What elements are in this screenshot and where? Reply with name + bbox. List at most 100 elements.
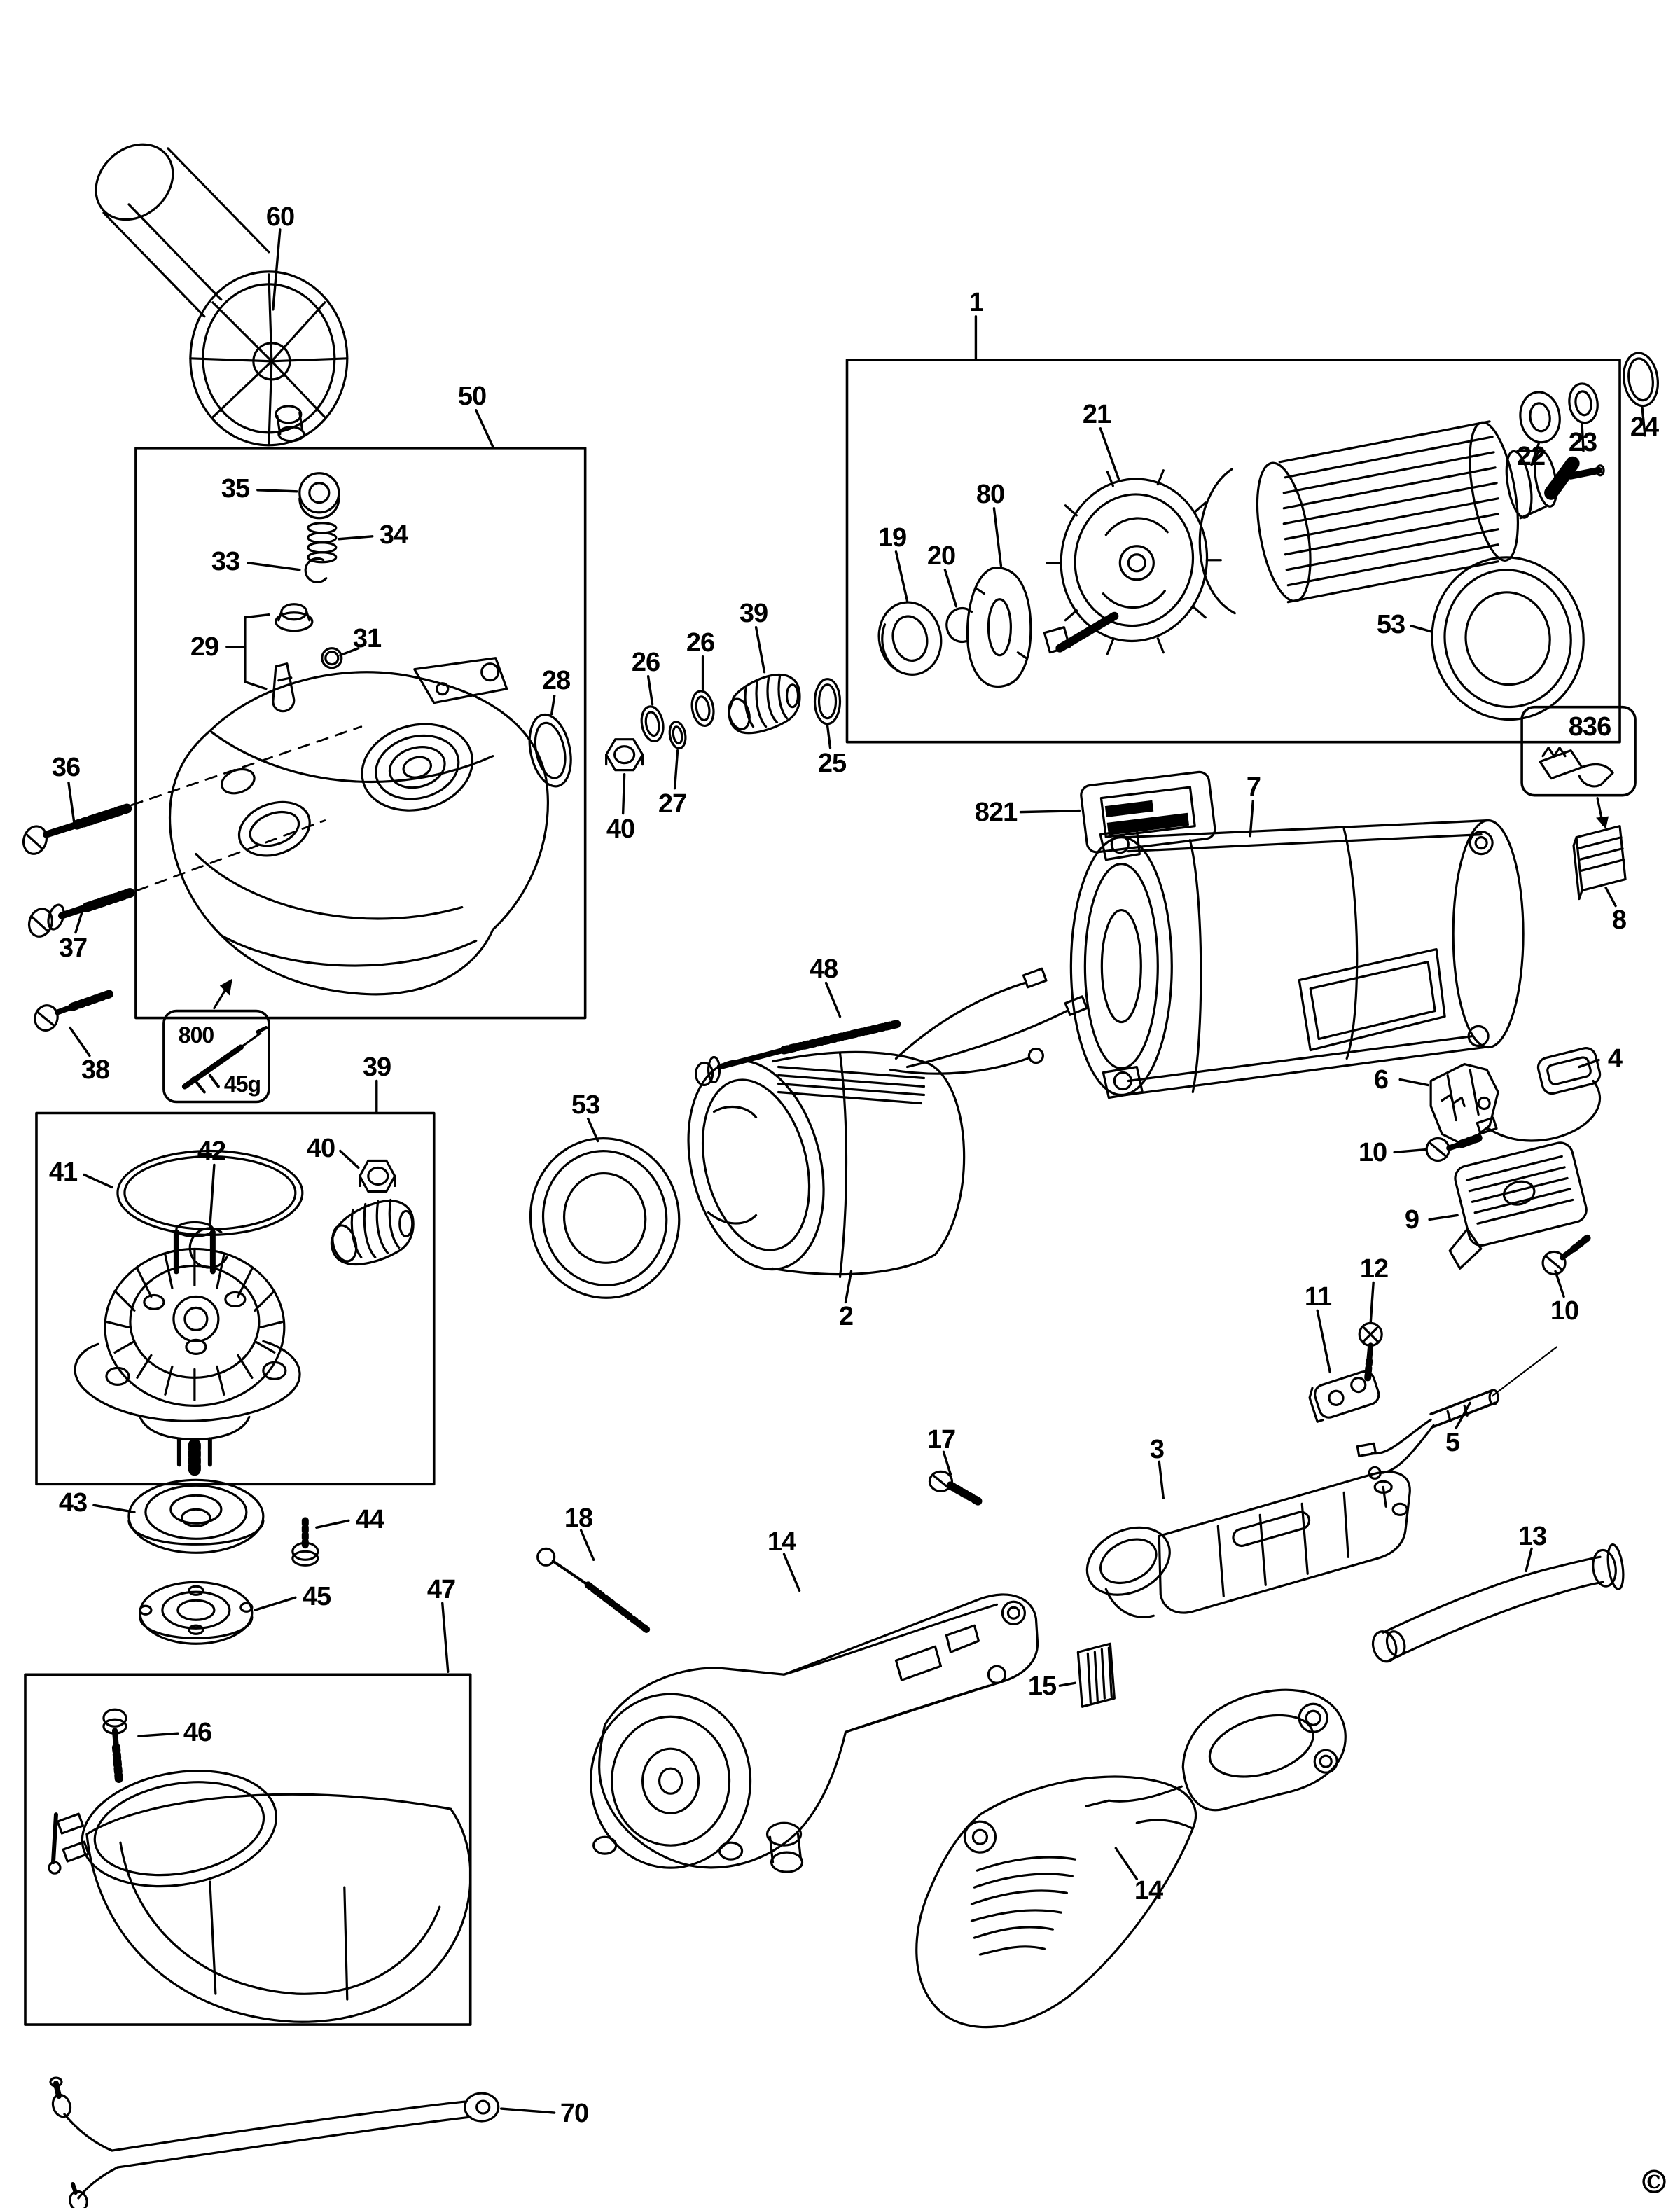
callout-80: 80 [976, 480, 1005, 509]
washer-23-drawing [1568, 382, 1599, 424]
spring-34-drawing [307, 522, 338, 564]
gearcase-14-drawing [590, 1593, 1039, 1873]
callout-53b: 53 [571, 1090, 600, 1120]
callout-1: 1 [969, 288, 984, 317]
callout-31: 31 [352, 624, 382, 653]
callout-29: 29 [190, 632, 219, 662]
cord-clamp-11-drawing [1308, 1370, 1380, 1423]
gasket-ring-28-drawing [528, 713, 572, 788]
gear-assembly-drawing [74, 1221, 301, 1477]
callout-25: 25 [817, 749, 847, 778]
callout-48: 48 [809, 954, 838, 984]
brush-holder-kit-drawing [1539, 747, 1614, 829]
callout-70: 70 [560, 2099, 589, 2128]
callout-2: 2 [838, 1302, 854, 1331]
kit-box-39 [35, 1111, 436, 1486]
callout-13: 13 [1518, 1522, 1547, 1551]
callout-11: 11 [1304, 1282, 1332, 1312]
retaining-ring-20-drawing [945, 606, 973, 644]
callout-41: 41 [48, 1158, 78, 1187]
callout-24: 24 [1630, 412, 1659, 442]
retaining-ring-42-drawing [188, 1227, 228, 1269]
callout-27: 27 [658, 789, 687, 819]
ring-24-drawing [1623, 352, 1659, 408]
nameplate-821-drawing [1080, 770, 1216, 854]
dashed-assembly-lines [130, 725, 363, 891]
callout-19: 19 [877, 523, 907, 553]
label-ticket-15-drawing [1076, 1642, 1116, 1708]
callout-836: 836 [1568, 712, 1611, 742]
callout-35: 35 [221, 474, 250, 504]
side-handle-drawing [95, 143, 349, 447]
baffle-80-drawing [966, 567, 1032, 688]
field-screw-48-drawing [694, 1019, 903, 1087]
guard-47-drawing [48, 1770, 472, 2023]
callout-33: 33 [211, 547, 240, 576]
nut-40b-drawing [359, 1159, 396, 1193]
grease-pack-amount: 45g [223, 1071, 261, 1097]
kit-box-47 [24, 1673, 472, 2026]
circlip-33-drawing [304, 557, 328, 583]
bearing-19-drawing [877, 601, 943, 676]
gearcase-screw-17-drawing [928, 1470, 985, 1507]
leader-lines [67, 228, 1646, 2114]
copyright-symbol: © [1638, 2163, 1670, 2201]
kit-box-800 [162, 1009, 270, 1104]
motor-housing-drawing [1069, 819, 1525, 1099]
cover-screw-10b-drawing [1541, 1234, 1592, 1276]
kit-box-836 [1520, 705, 1637, 797]
spanner-wrench-drawing [49, 2076, 500, 2208]
callout-39a: 39 [739, 599, 768, 628]
callout-44: 44 [355, 1505, 384, 1534]
callout-53a: 53 [1376, 610, 1405, 639]
grease-pack-drawing [181, 978, 268, 1094]
field-2-drawing [687, 967, 1088, 1279]
callout-10b: 10 [1550, 1296, 1579, 1326]
callout-40a: 40 [606, 814, 635, 844]
brush-cover-9-drawing [1448, 1141, 1588, 1270]
callout-21: 21 [1082, 400, 1111, 429]
callout-821: 821 [974, 798, 1018, 827]
outer-flange-45-drawing [139, 1581, 254, 1645]
callout-7: 7 [1246, 772, 1261, 802]
oval-ring-25-drawing [813, 678, 842, 725]
bearing-35-drawing [298, 472, 340, 520]
lock-pin-29-drawing [272, 603, 314, 713]
kit-box-outlines [24, 359, 1637, 2026]
callout-9: 9 [1404, 1205, 1419, 1235]
callout-3: 3 [1149, 1435, 1165, 1464]
grease-pack-number: 800 [178, 1022, 214, 1048]
o-ring-31-drawing [321, 647, 343, 669]
callout-38: 38 [81, 1055, 110, 1085]
guard-screw-46-drawing [102, 1708, 127, 1786]
callout-15: 15 [1027, 1672, 1057, 1701]
callout-40b: 40 [306, 1134, 335, 1163]
washer-26b-drawing [690, 690, 715, 728]
handle-top-3-drawing [1085, 1471, 1411, 1618]
housing-screw-18-drawing [536, 1547, 651, 1634]
callout-50: 50 [457, 382, 487, 411]
screw-36-drawing [22, 803, 134, 855]
callout-10a: 10 [1358, 1138, 1387, 1167]
brush-with-lead-4-drawing [1476, 1047, 1602, 1142]
kit-box-1 [845, 359, 1621, 744]
callout-42: 42 [197, 1137, 226, 1166]
callout-22: 22 [1516, 442, 1546, 471]
spindle-39b-drawing [330, 1198, 415, 1266]
callout-14b: 14 [1134, 1876, 1163, 1905]
clamp-screw-12-drawing [1358, 1321, 1383, 1382]
fan-21-drawing [1046, 469, 1222, 655]
flange-screw-44-drawing [291, 1517, 319, 1567]
cover-screw-10a-drawing [1425, 1132, 1486, 1162]
brush-holder-6-drawing [1429, 1062, 1499, 1147]
gearcase-cover-drawing [168, 657, 549, 996]
armature-core-drawing [1043, 420, 1605, 654]
callout-46: 46 [183, 1718, 212, 1747]
carbon-brush-8-drawing [1572, 825, 1627, 901]
callout-18: 18 [564, 1504, 593, 1533]
handle-bottom-14-drawing [915, 1688, 1347, 2029]
callout-34: 34 [379, 520, 408, 550]
callout-8: 8 [1611, 905, 1627, 935]
callout-60: 60 [265, 202, 295, 232]
